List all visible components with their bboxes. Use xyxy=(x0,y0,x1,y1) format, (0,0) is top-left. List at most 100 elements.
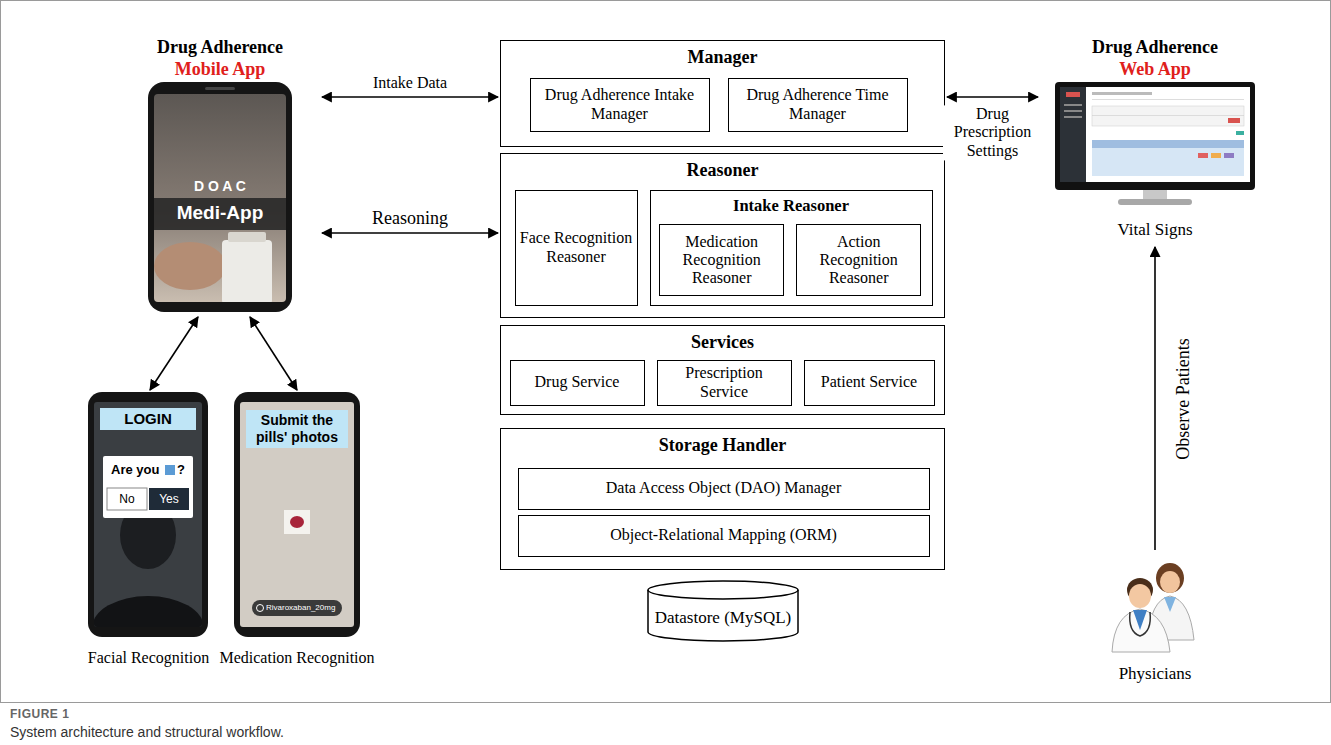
yes-button xyxy=(149,488,189,510)
module-label: Object-Relational Mapping (ORM) xyxy=(610,526,837,544)
text-slot: LOGIN xyxy=(100,408,196,430)
face-photo xyxy=(94,501,202,627)
manager-module: Drug Adherence Intake Manager xyxy=(530,78,710,132)
table-header xyxy=(1092,140,1244,148)
hair-shape xyxy=(1156,563,1184,593)
figure-frame xyxy=(1,1,1331,703)
connector-arrow xyxy=(322,232,498,234)
module-label: Action Recognition Reasoner xyxy=(801,233,916,288)
text-slot: Drug Adherence xyxy=(120,36,320,58)
bottle-cap xyxy=(228,232,266,242)
connector-label: Observe Patients xyxy=(1173,336,1194,461)
text-slot: Physicians xyxy=(1095,664,1215,684)
confirm-dialog xyxy=(103,456,193,518)
reasoner-module: Medication Recognition Reasoner xyxy=(659,224,784,296)
datastore-cylinder: Datastore (MySQL) xyxy=(647,580,799,642)
table-button xyxy=(1198,153,1208,158)
diagram-text: Drug Adherence xyxy=(1040,36,1270,58)
menu-line xyxy=(1064,116,1082,118)
text-slot: Vital Signs xyxy=(1040,220,1270,240)
figure-caption: System architecture and structural workf… xyxy=(10,724,284,740)
coat-shape xyxy=(1112,609,1170,652)
diagram-text: Mobile App xyxy=(120,58,320,80)
menu-line xyxy=(1064,104,1082,106)
connector-arrow xyxy=(1154,247,1156,550)
pill-card xyxy=(284,510,310,534)
diagram-text: D O A C xyxy=(148,176,292,196)
mobile-app-phone: Drug AdherenceMobile App D O A C Medi-App xyxy=(120,30,320,315)
text-slot: Drug Adherence xyxy=(1040,36,1270,58)
diagram-text: Are you xyxy=(111,462,159,478)
label-slot: Drug Prescription Settings xyxy=(993,133,1093,188)
diagram-text: Physicians xyxy=(1095,664,1215,684)
monitor-bezel xyxy=(1055,82,1255,190)
monitor-screen xyxy=(1060,87,1250,182)
module-label: Drug Adherence Intake Manager xyxy=(535,86,705,123)
layer-title: Services xyxy=(501,332,944,353)
phone-body xyxy=(234,392,360,637)
diagram-text: Facial Recognition xyxy=(65,648,232,668)
name-mask xyxy=(165,465,175,475)
table-rows xyxy=(1092,148,1244,176)
monitor-base xyxy=(1118,199,1192,205)
diagram-text: Vital Signs xyxy=(1040,220,1270,240)
rule-line xyxy=(1092,99,1244,100)
text-slot: ? xyxy=(177,462,185,478)
module-label: Prescription Service xyxy=(662,364,787,401)
pill-name-chip xyxy=(252,600,342,616)
diagram-text: Drug Adherence xyxy=(120,36,320,58)
module-label: Face Recognition Reasoner xyxy=(520,229,633,266)
face-shape xyxy=(1129,584,1151,608)
label-slot: Observe Patients xyxy=(1183,399,1308,420)
web-app-monitor: Drug AdherenceWeb AppVital Signs xyxy=(1040,30,1270,245)
phone-speaker xyxy=(205,87,235,90)
physicians-icon: Physicians xyxy=(1095,552,1215,695)
module-label: Drug Service xyxy=(535,373,620,391)
text-slot: Yes xyxy=(149,488,189,510)
app-logo xyxy=(1066,92,1080,97)
diagram-text: Medication Recognition xyxy=(212,648,382,668)
service-module: Patient Service xyxy=(804,360,935,406)
reasoner-layer: ReasonerFace Recognition ReasonerIntake … xyxy=(500,153,945,318)
connector-label: Intake Data xyxy=(371,74,449,92)
diagram-text: Submit the pills' photos xyxy=(246,412,348,446)
chip-icon xyxy=(257,605,264,612)
text-slot: Are you xyxy=(111,462,159,478)
text-slot: Medication Recognition xyxy=(212,648,382,668)
diagram-text: Rivaroxaban_20mg xyxy=(266,602,340,614)
shoulders-shape xyxy=(94,596,202,627)
intake-reasoner-group: Intake ReasonerMedication Recognition Re… xyxy=(650,190,933,306)
text-slot: Rivaroxaban_20mg xyxy=(266,602,340,614)
connector-arrow xyxy=(150,317,198,390)
service-module: Drug Service xyxy=(510,360,645,406)
no-button xyxy=(107,488,147,510)
module-label: Data Access Object (DAO) Manager xyxy=(606,479,841,497)
table-button xyxy=(1228,118,1240,123)
phone-screen xyxy=(240,402,354,627)
table-row-line xyxy=(1092,115,1244,117)
diagram-text: ? xyxy=(177,462,185,478)
storage-module: Data Access Object (DAO) Manager xyxy=(518,468,930,510)
text-slot: D O A C xyxy=(148,176,292,196)
label-slot: Intake Data xyxy=(410,83,488,101)
menu-line xyxy=(1064,110,1082,112)
stethoscope-shape xyxy=(1130,612,1151,636)
module-label: Datastore (MySQL) xyxy=(655,608,791,628)
diagram-text: LOGIN xyxy=(100,408,196,430)
table-button xyxy=(1224,153,1234,158)
text-slot: Facial Recognition xyxy=(65,648,232,668)
text-slot: Medi-App xyxy=(148,200,292,226)
diagram-text: No xyxy=(107,488,147,510)
connector-label: Reasoning xyxy=(370,208,450,229)
diagram-text: Medi-App xyxy=(148,200,292,226)
screen-photo xyxy=(154,232,272,302)
page-header xyxy=(1092,92,1152,95)
monitor-neck xyxy=(1143,190,1167,200)
text-slot: Submit the pills' photos xyxy=(246,412,348,446)
connector-arrow xyxy=(947,96,1038,98)
shirt-shape xyxy=(1164,597,1176,612)
diagram-text: Yes xyxy=(149,488,189,510)
text-slot: Mobile App xyxy=(120,58,320,80)
